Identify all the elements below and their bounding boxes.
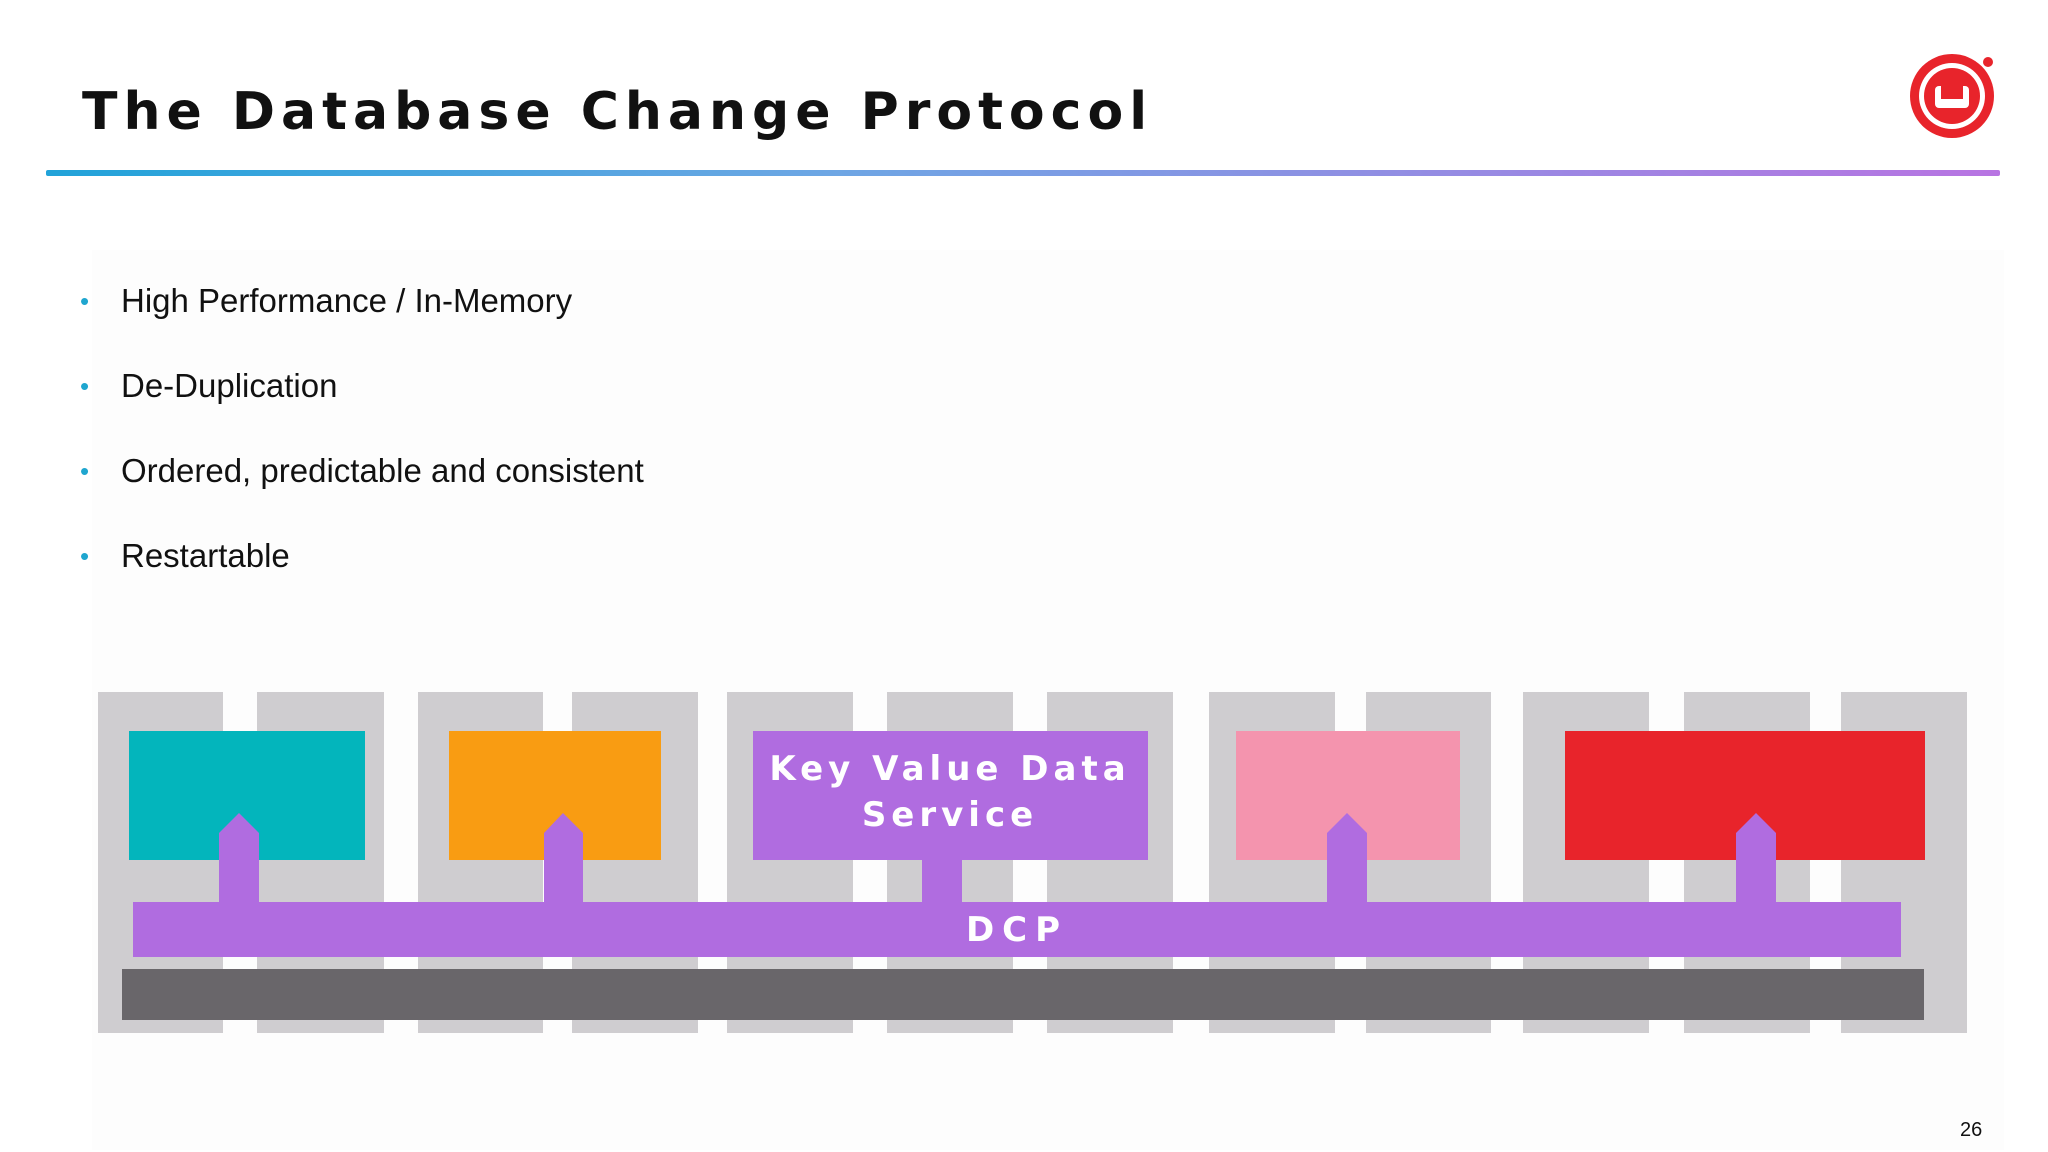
title-underline (46, 170, 2000, 176)
bullet-item: • High Performance / In-Memory (80, 280, 644, 322)
bullet-text: Ordered, predictable and consistent (121, 452, 644, 489)
slide-title: The Database Change Protocol (82, 82, 1154, 142)
bullet-item: • Restartable (80, 535, 644, 577)
key-value-label-line1: Key Value Data (769, 749, 1131, 789)
bullet-text: High Performance / In-Memory (121, 282, 573, 319)
bullet-item: • Ordered, predictable and consistent (80, 450, 644, 492)
bullet-dot-icon: • (80, 285, 90, 316)
bullet-dot-icon: • (80, 455, 90, 486)
bullet-text: De-Duplication (121, 367, 338, 404)
key-value-service-label: Key Value Data Service (752, 746, 1148, 838)
key-value-label-line2: Service (861, 795, 1039, 835)
dcp-bus-label: DCP (965, 910, 1069, 950)
bullet-list: • High Performance / In-Memory • De-Dupl… (80, 280, 644, 620)
page-number: 26 (1960, 1119, 1983, 1141)
bullet-dot-icon: • (80, 370, 90, 401)
bullet-text: Restartable (121, 537, 290, 574)
bullet-dot-icon: • (80, 540, 90, 571)
couchbase-logo-icon (1910, 54, 1995, 138)
bullet-item: • De-Duplication (80, 365, 644, 407)
